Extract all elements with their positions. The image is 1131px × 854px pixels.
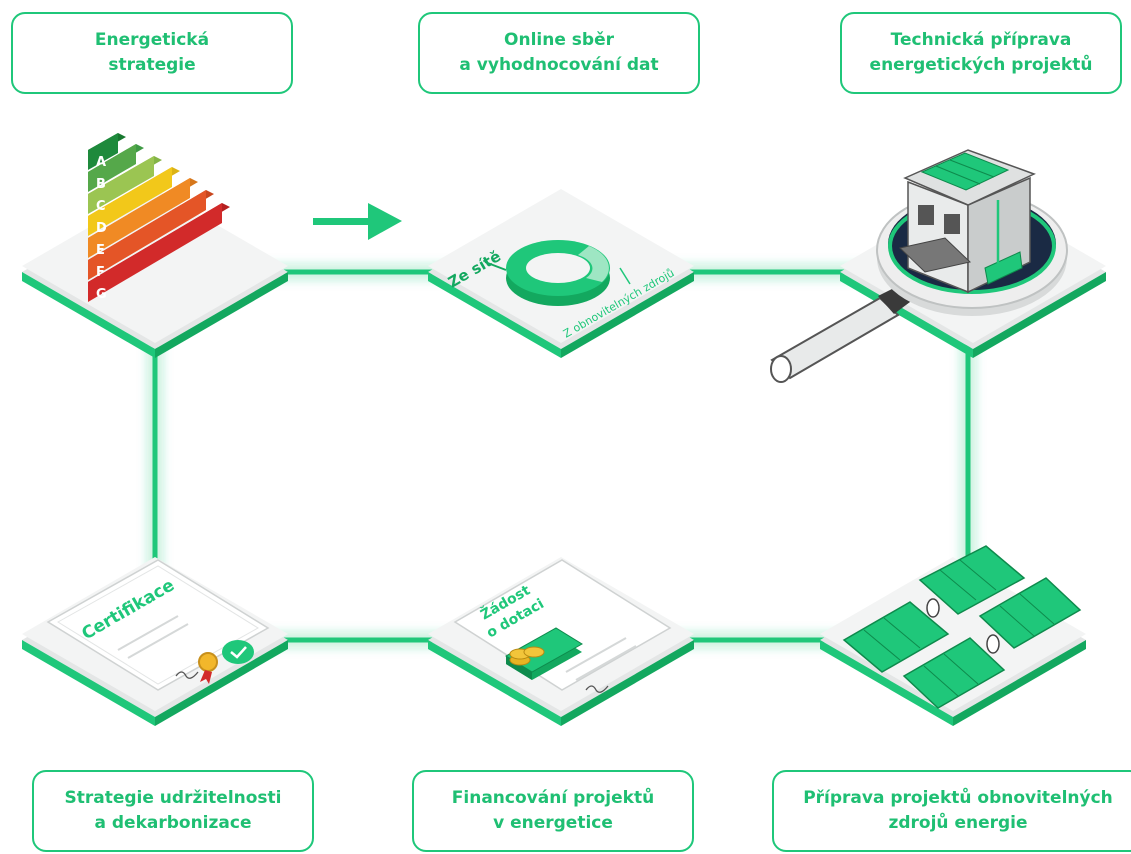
signature-icon: [175, 671, 199, 679]
step-label-renewables: Příprava projektů obnovitelných zdrojů e…: [772, 770, 1131, 852]
tile-renewables: [820, 545, 1086, 726]
tile-online-data: Ze sítě Z obnovitelných zdrojů: [428, 189, 694, 358]
step-title-line2: a dekarbonizace: [94, 813, 252, 833]
tile-energy-strategy: A B C D E F G: [22, 133, 288, 358]
energy-class-label: G: [96, 287, 107, 302]
step-title-line1: Příprava projektů obnovitelných: [803, 788, 1113, 808]
step-label-sustainability: Strategie udržitelnosti a dekarbonizace: [32, 770, 314, 852]
step-title-line2: a vyhodnocování dat: [459, 55, 659, 75]
energy-class-label: C: [96, 199, 106, 214]
step-title-line2: strategie: [108, 55, 196, 75]
step-label-technical-preparation: Technická příprava energetických projekt…: [840, 12, 1122, 94]
arrow-right-icon: [313, 203, 402, 240]
step-title-line1: Energetická: [94, 30, 210, 50]
tile-sustainability: Certifikace: [22, 557, 288, 726]
step-title-line1: Strategie udržitelnosti: [64, 788, 282, 808]
energy-class-label: D: [96, 221, 107, 236]
medal-icon: [198, 652, 218, 672]
tile-technical-preparation: [770, 149, 1106, 383]
signature-icon: [585, 685, 609, 693]
energy-class-label: E: [96, 243, 105, 258]
house-icon: [898, 149, 1036, 294]
check-badge-icon: [222, 640, 254, 664]
step-title-line2: energetických projektů: [869, 55, 1093, 75]
energy-label-chart: A B C D E F G: [88, 133, 230, 302]
money-stack-icon: [505, 627, 583, 680]
step-title-line2: v energetice: [493, 813, 613, 833]
step-title-line1: Financování projektů: [451, 788, 655, 808]
step-label-online-data: Online sběr a vyhodnocování dat: [418, 12, 700, 94]
step-title-line1: Online sběr: [504, 30, 614, 50]
energy-class-label: B: [96, 177, 106, 192]
certificate-icon: Certifikace: [46, 559, 270, 691]
tile-financing: Žádost o dotaci: [428, 557, 694, 726]
step-title-line2: zdrojů energie: [888, 813, 1028, 833]
solar-panels-icon: [842, 545, 1082, 709]
step-label-energy-strategy: Energetická strategie: [11, 12, 293, 94]
step-title-line1: Technická příprava: [890, 30, 1072, 50]
energy-class-label: F: [96, 265, 105, 280]
energy-class-label: A: [96, 155, 106, 170]
step-label-financing: Financování projektů v energetice: [412, 770, 694, 852]
